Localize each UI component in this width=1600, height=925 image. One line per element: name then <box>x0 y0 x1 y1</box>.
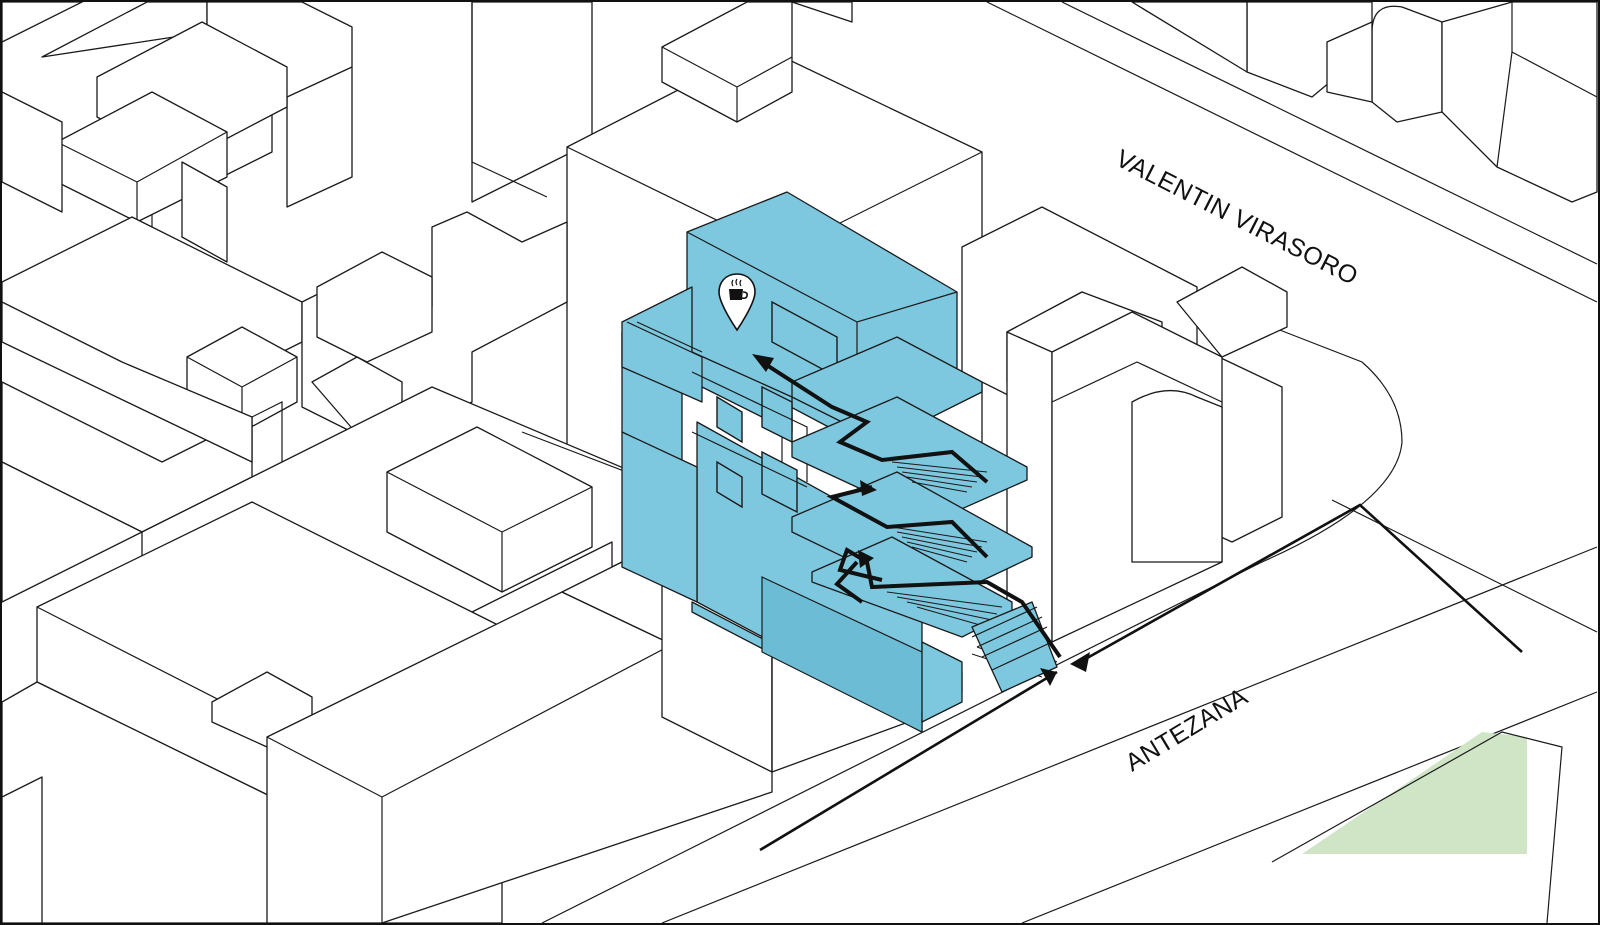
street-lines <box>541 2 1598 923</box>
context-buildings-right <box>961 2 1598 643</box>
coffee-cup-location-pin-icon <box>718 273 756 332</box>
park-area <box>1271 731 1563 923</box>
street-label-antezana: ANTEZANA <box>1121 682 1253 777</box>
arrow-head-lower <box>858 550 874 568</box>
access-arrows <box>759 503 1523 852</box>
context-buildings-top-left <box>2 2 593 302</box>
arrow-head-top <box>752 354 774 372</box>
arrow-head-upper <box>860 480 877 496</box>
circulation-route <box>752 354 1062 659</box>
context-buildings-mid-left <box>2 211 568 603</box>
access-arrow-head-right <box>1070 652 1090 672</box>
access-arrow-head-left <box>1040 668 1057 686</box>
highlighted-building <box>621 191 1058 733</box>
